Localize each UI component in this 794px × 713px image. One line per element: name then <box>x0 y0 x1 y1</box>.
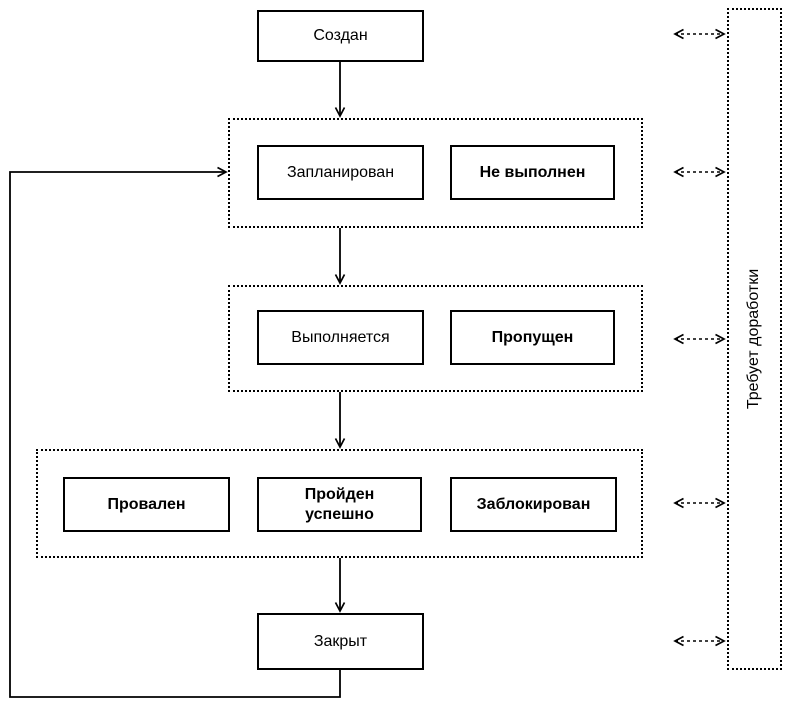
state-planned-label: Запланирован <box>286 163 395 181</box>
state-not-executed: Не выполнен <box>450 145 615 200</box>
state-blocked: Заблокирован <box>450 477 617 532</box>
state-closed: Закрыт <box>257 613 424 670</box>
cluster-planned-row <box>228 118 643 228</box>
state-passed-label: Пройден успешно <box>304 485 375 523</box>
state-executing-label: Выполняется <box>291 328 390 346</box>
state-executing: Выполняется <box>257 310 424 365</box>
cluster-executing-row <box>228 285 643 392</box>
state-not-executed-label: Не выполнен <box>479 163 586 181</box>
state-skipped: Пропущен <box>450 310 615 365</box>
state-created-label: Создан <box>313 27 368 44</box>
state-passed: Пройден успешно <box>257 477 422 532</box>
state-rework-sidebar: Требует доработки <box>727 8 782 670</box>
state-failed: Провален <box>63 477 230 532</box>
state-rework-label: Требует доработки <box>745 268 763 410</box>
state-skipped-label: Пропущен <box>491 328 574 346</box>
state-blocked-label: Заблокирован <box>476 495 591 513</box>
state-planned: Запланирован <box>257 145 424 200</box>
state-created: Создан <box>257 10 424 62</box>
cluster-result-row <box>36 449 643 558</box>
state-failed-label: Провален <box>107 495 186 513</box>
state-closed-label: Закрыт <box>313 632 368 650</box>
